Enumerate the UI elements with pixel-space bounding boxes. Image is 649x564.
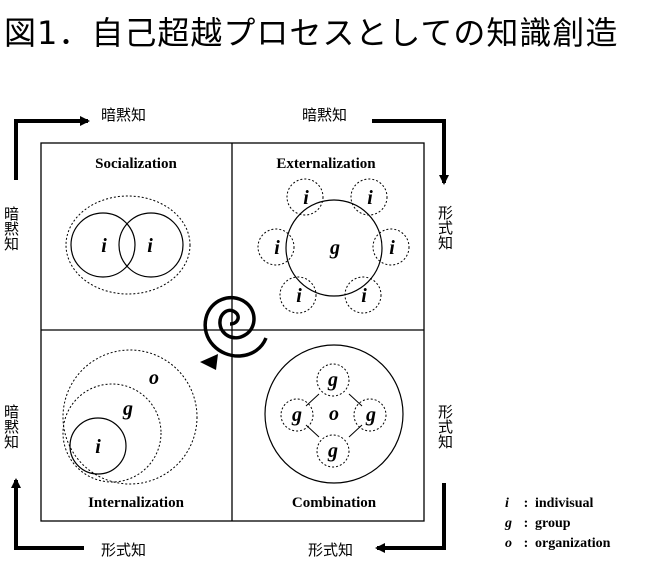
legend-symbol: g [505, 516, 512, 531]
center-spiral-arrowhead [200, 354, 218, 370]
externalization-individual [372, 228, 410, 266]
combination-group [316, 363, 350, 397]
legend-label: indivisual [535, 496, 594, 511]
arrow-top-left [14, 116, 90, 180]
combination-group [353, 398, 387, 432]
combination-link [348, 393, 363, 407]
combination-group [316, 434, 350, 468]
legend-item: o: organization [505, 536, 610, 556]
symbol-i: i [361, 285, 367, 307]
edge-label-bottom-right: 形式知 [308, 541, 354, 559]
externalization-individual [350, 178, 388, 216]
externalization-individual [286, 178, 324, 216]
combination-organization-circle [264, 344, 404, 484]
symbol-i: i [296, 285, 302, 307]
figure-title: 図1．自己超越プロセスとしての知識創造 [4, 14, 619, 52]
symbol-i: i [274, 237, 280, 259]
legend: i: indivisual g: group o: organization [505, 496, 610, 556]
legend-colon: : [523, 496, 529, 511]
combination-link [305, 393, 320, 407]
symbol-g: g [122, 398, 133, 420]
externalization-individual [344, 276, 382, 314]
legend-label: group [535, 516, 571, 531]
center-spiral [203, 296, 268, 358]
quadrant-label-internalization: Internalization [88, 495, 184, 511]
legend-colon: : [523, 536, 529, 551]
quadrant-label-socialization: Socialization [95, 156, 177, 172]
socialization-dotted-union [65, 195, 191, 295]
legend-label: organization [535, 536, 611, 551]
symbol-g: g [327, 369, 338, 391]
arrow-bottom-left [11, 478, 84, 550]
quadrant-label-combination: Combination [292, 495, 377, 511]
combination-group [280, 398, 314, 432]
symbol-o: o [329, 403, 339, 425]
edge-label-left-bottom: 暗黙知 [2, 404, 20, 449]
symbol-i: i [367, 187, 373, 209]
symbol-i: i [101, 235, 107, 257]
edge-label-right-top: 形式知 [436, 205, 454, 250]
legend-colon: : [523, 516, 529, 531]
externalization-individual [257, 228, 295, 266]
symbol-i: i [147, 235, 153, 257]
edge-label-top-right: 暗黙知 [302, 106, 348, 124]
edge-label-left-top: 暗黙知 [2, 206, 20, 251]
symbol-i: i [95, 436, 101, 458]
symbol-g: g [365, 404, 376, 426]
legend-item: i: indivisual [505, 496, 610, 516]
combination-link [348, 424, 363, 438]
legend-symbol: i [505, 496, 509, 511]
legend-symbol: o [505, 536, 512, 551]
internalization-organization-circle [62, 349, 198, 485]
quadrant-label-externalization: Externalization [276, 156, 376, 172]
arrow-top-right [372, 119, 449, 185]
socialization-individual-right [118, 212, 184, 278]
symbol-g: g [327, 440, 338, 462]
edge-label-bottom-left: 形式知 [101, 541, 147, 559]
symbol-i: i [389, 237, 395, 259]
externalization-group-circle [285, 199, 383, 297]
externalization-individual [279, 276, 317, 314]
symbol-i: i [303, 187, 309, 209]
symbol-o: o [149, 367, 159, 389]
edge-label-right-bottom: 形式知 [436, 404, 454, 449]
symbol-g: g [291, 404, 302, 426]
legend-item: g: group [505, 516, 610, 536]
socialization-individual-left [70, 212, 136, 278]
internalization-group-circle [62, 383, 162, 483]
edge-label-top-left: 暗黙知 [101, 106, 147, 124]
arrow-bottom-right [375, 483, 446, 553]
internalization-individual-circle [69, 417, 127, 475]
symbol-g: g [329, 237, 340, 259]
